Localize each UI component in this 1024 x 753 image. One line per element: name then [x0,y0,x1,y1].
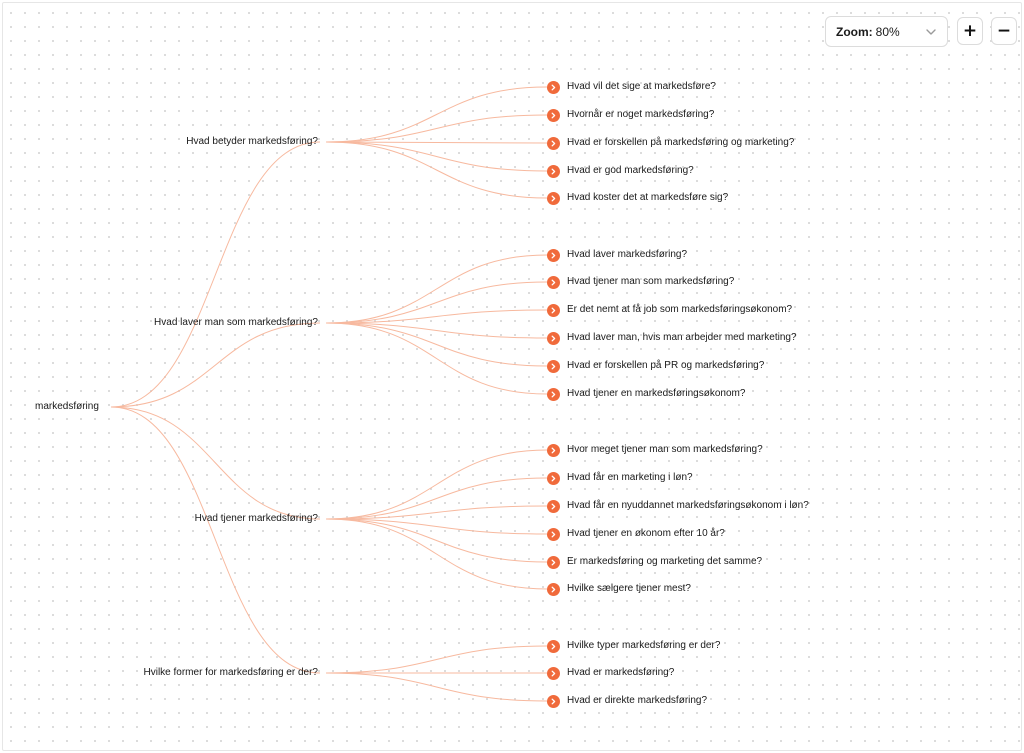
zoom-out-button[interactable]: − [991,17,1017,45]
question-item[interactable]: Hvad laver man, hvis man arbejder med ma… [547,330,797,346]
question-label: Hvilke sælgere tjener mest? [567,583,691,594]
expand-chevron-icon[interactable] [547,275,560,289]
question-label: Hvor meget tjener man som markedsføring? [567,444,763,455]
zoom-label: Zoom: [836,24,873,39]
question-item[interactable]: Hvad får en marketing i løn? [547,470,693,486]
question-item[interactable]: Hvad laver markedsføring? [547,247,687,263]
expand-chevron-icon[interactable] [547,527,560,541]
question-item[interactable]: Hvad er forskellen på PR og markedsførin… [547,358,764,374]
category-connector [325,518,548,563]
category-connector [325,281,548,324]
expand-chevron-icon[interactable] [547,443,560,457]
root-connector [110,406,321,674]
category-connector [325,322,548,395]
category-connector [325,518,548,535]
expand-chevron-icon[interactable] [547,80,560,94]
question-item[interactable]: Er markedsføring og marketing det samme? [547,554,762,570]
expand-chevron-icon[interactable] [547,694,560,708]
category-connector [325,505,548,520]
category-connector [325,141,548,144]
category-connector [325,477,548,520]
question-item[interactable]: Er det nemt at få job som markedsførings… [547,302,792,318]
question-item[interactable]: Hvilke sælgere tjener mest? [547,581,691,597]
category-connector [325,518,548,590]
expand-chevron-icon[interactable] [547,499,560,513]
question-item[interactable]: Hvad er direkte markedsføring? [547,693,707,709]
zoom-in-button[interactable]: + [957,17,983,45]
expand-chevron-icon[interactable] [547,471,560,485]
question-label: Hvad tjener en økonom efter 10 år? [567,528,725,539]
question-label: Hvad er direkte markedsføring? [567,695,708,706]
expand-chevron-icon[interactable] [547,582,560,596]
question-item[interactable]: Hvornår er noget markedsføring? [547,107,714,123]
root-connector [110,406,321,520]
category-connector [325,141,548,172]
question-item[interactable]: Hvad tjener en økonom efter 10 år? [547,526,725,542]
expand-chevron-icon[interactable] [547,387,560,401]
root-node[interactable]: markedsføring [35,401,99,412]
question-label: Hvad laver markedsføring? [567,249,688,260]
question-label: Hvad laver man, hvis man arbejder med ma… [567,332,797,343]
expand-chevron-icon[interactable] [547,248,560,262]
expand-chevron-icon[interactable] [547,639,560,653]
category-connector [325,309,548,324]
category-connector [325,141,548,199]
question-item[interactable]: Hvad tjener man som markedsføring? [547,274,734,290]
zoom-value: 80% [875,24,900,39]
root-connector [110,141,321,408]
question-item[interactable]: Hvad tjener en markedsføringsøkonom? [547,386,745,402]
question-label: Hvilke typer markedsføring er der? [567,640,721,651]
expand-chevron-icon[interactable] [547,555,560,569]
question-label: Hvad koster det at markedsføre sig? [567,192,729,203]
category-connector [325,645,548,674]
expand-chevron-icon[interactable] [547,136,560,150]
category-node[interactable]: Hvad betyder markedsføring? [186,136,318,147]
question-item[interactable]: Hvad koster det at markedsføre sig? [547,190,728,206]
question-label: Er markedsføring og marketing det samme? [567,556,763,567]
question-label: Hvad er markedsføring? [567,667,675,678]
question-label: Hvornår er noget markedsføring? [567,109,715,120]
expand-chevron-icon[interactable] [547,666,560,680]
expand-chevron-icon[interactable] [547,191,560,205]
question-label: Hvad vil det sige at markedsføre? [567,81,716,92]
expand-chevron-icon[interactable] [547,108,560,122]
question-label: Hvad tjener man som markedsføring? [567,276,735,287]
question-item[interactable]: Hvad er forskellen på markedsføring og m… [547,135,794,151]
question-item[interactable]: Hvad får en nyuddannet markedsføringsøko… [547,498,809,514]
question-label: Hvad er forskellen på PR og markedsførin… [567,360,765,371]
category-node[interactable]: Hvad tjener markedsføring? [194,513,318,524]
root-connector [110,322,321,408]
category-connector [325,672,548,702]
expand-chevron-icon[interactable] [547,303,560,317]
category-connector [325,322,548,367]
question-item[interactable]: Hvad er markedsføring? [547,665,674,681]
expand-chevron-icon[interactable] [547,164,560,178]
question-item[interactable]: Hvad er god markedsføring? [547,163,694,179]
category-connector [325,322,548,339]
category-connector [325,449,548,520]
category-connector [325,86,548,143]
question-label: Hvad får en nyuddannet markedsføringsøko… [567,500,809,511]
expand-chevron-icon[interactable] [547,331,560,345]
question-label: Hvad er god markedsføring? [567,165,694,176]
question-label: Hvad får en marketing i løn? [567,472,693,483]
category-connector [325,114,548,143]
expand-chevron-icon[interactable] [547,359,560,373]
question-item[interactable]: Hvor meget tjener man som markedsføring? [547,442,763,458]
question-label: Er det nemt at få job som markedsførings… [567,304,793,315]
question-label: Hvad er forskellen på markedsføring og m… [567,137,795,148]
chevron-down-icon [926,29,936,35]
question-item[interactable]: Hvad vil det sige at markedsføre? [547,79,716,95]
category-node[interactable]: Hvilke former for markedsføring er der? [143,667,319,678]
question-label: Hvad tjener en markedsføringsøkonom? [567,388,746,399]
question-item[interactable]: Hvilke typer markedsføring er der? [547,638,720,654]
zoom-dropdown[interactable]: Zoom: 80% [825,16,948,47]
category-connector [325,254,548,324]
category-node[interactable]: Hvad laver man som markedsføring? [154,317,318,328]
